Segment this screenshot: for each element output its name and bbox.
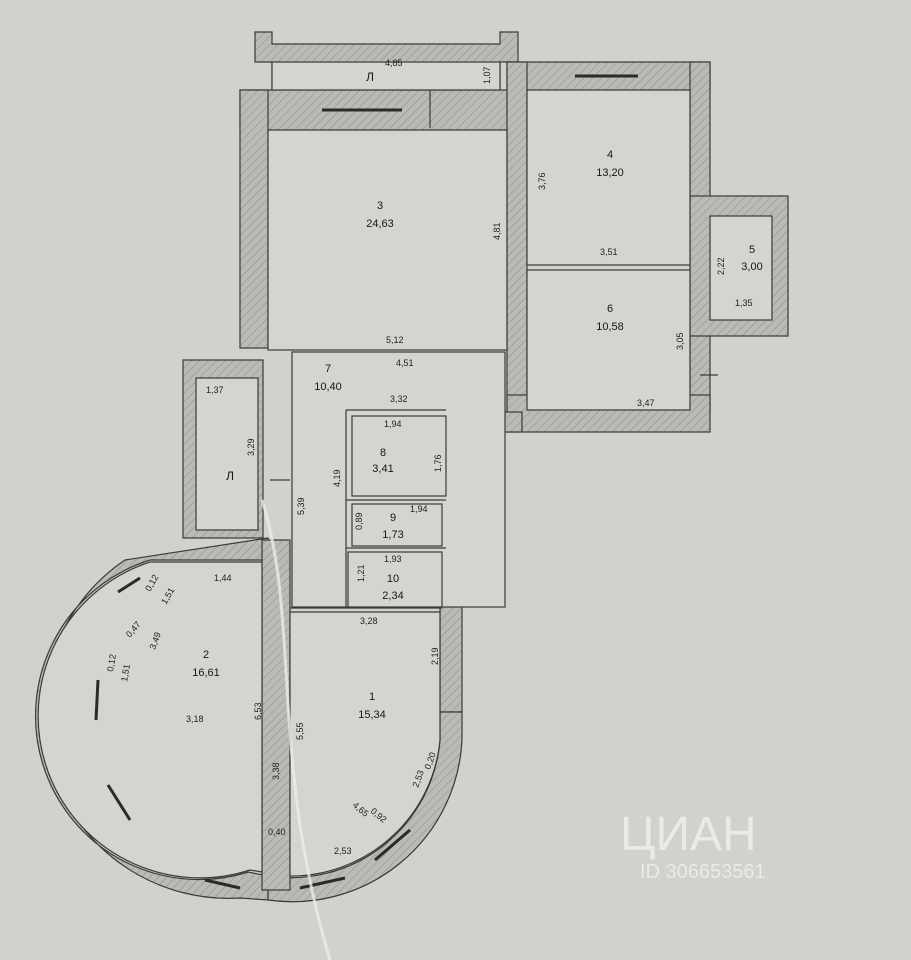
room-2-number: 2 — [203, 649, 209, 661]
room-2 — [37, 561, 263, 879]
svg-text:1,35: 1,35 — [735, 298, 753, 308]
room-7-number: 7 — [325, 363, 331, 375]
svg-text:3,29: 3,29 — [246, 438, 256, 456]
room-4-number: 4 — [607, 149, 613, 161]
room-3-area: 24,63 — [366, 218, 394, 230]
svg-text:5,12: 5,12 — [386, 335, 404, 345]
watermark-brand: ЦИАН — [620, 808, 757, 861]
svg-text:6,53: 6,53 — [253, 702, 263, 720]
svg-text:1,94: 1,94 — [410, 504, 428, 514]
room-1-number: 1 — [369, 691, 375, 703]
room-3-number: 3 — [377, 200, 383, 212]
svg-text:1,76: 1,76 — [433, 454, 443, 472]
rooms — [37, 61, 773, 879]
svg-text:1,93: 1,93 — [384, 554, 402, 564]
room-6 — [526, 269, 691, 411]
wall-mid — [506, 61, 528, 413]
svg-text:1,07: 1,07 — [482, 66, 492, 84]
svg-text:3,28: 3,28 — [360, 616, 378, 626]
svg-text:2,53: 2,53 — [334, 846, 352, 856]
balcony-left-label: Л — [226, 469, 234, 483]
svg-text:5,39: 5,39 — [296, 497, 306, 515]
room-6-area: 10,58 — [596, 321, 624, 333]
room-9 — [351, 503, 443, 547]
svg-text:1,37: 1,37 — [206, 385, 224, 395]
room-5-area: 3,00 — [741, 261, 762, 273]
svg-text:1,44: 1,44 — [214, 573, 232, 583]
svg-text:1,94: 1,94 — [384, 419, 402, 429]
room-5-number: 5 — [749, 244, 755, 256]
room-1-area: 15,34 — [358, 709, 386, 721]
room-labels: 1 15,34 2 16,61 3 24,63 4 13,20 5 3,00 6… — [192, 70, 762, 721]
room-9-number: 9 — [390, 512, 396, 524]
room-8-area: 3,41 — [372, 463, 393, 475]
room-3 — [267, 129, 508, 351]
wall-left-room3 — [239, 89, 269, 349]
svg-text:5,55: 5,55 — [295, 722, 305, 740]
room-1 — [289, 611, 441, 877]
svg-text:2,22: 2,22 — [716, 257, 726, 275]
balcony-top-label: Л — [366, 70, 374, 84]
windows — [94, 74, 638, 890]
room-5 — [709, 215, 773, 321]
watermark-id: ID 306653561 — [640, 861, 766, 883]
wall-between-1-2 — [261, 539, 291, 891]
room-8 — [351, 415, 447, 497]
room-10 — [347, 551, 443, 608]
svg-text:2,19: 2,19 — [430, 647, 440, 665]
interior-lines — [270, 90, 718, 609]
balcony-left — [195, 377, 259, 531]
room-2-area: 16,61 — [192, 667, 220, 679]
svg-text:3,76: 3,76 — [537, 172, 547, 190]
svg-text:3,18: 3,18 — [186, 714, 204, 724]
svg-text:0,12: 0,12 — [105, 653, 118, 672]
svg-text:4,19: 4,19 — [332, 469, 342, 487]
room-10-number: 10 — [387, 573, 399, 585]
room-4-area: 13,20 — [596, 167, 624, 179]
room-7-area: 10,40 — [314, 381, 342, 393]
paper-crease — [260, 499, 332, 960]
room-9-area: 1,73 — [382, 529, 403, 541]
watermark: ЦИАН ID 306653561 — [620, 808, 766, 883]
svg-text:1,51: 1,51 — [119, 663, 132, 682]
svg-text:4,85: 4,85 — [385, 58, 403, 68]
balcony-top — [271, 61, 501, 91]
svg-text:3,51: 3,51 — [600, 247, 618, 257]
svg-text:3,05: 3,05 — [675, 332, 685, 350]
svg-text:3,38: 3,38 — [271, 762, 281, 780]
svg-text:3,47: 3,47 — [637, 398, 655, 408]
svg-text:3,32: 3,32 — [390, 394, 408, 404]
room-4 — [526, 89, 691, 266]
room-8-number: 8 — [380, 447, 386, 459]
svg-text:4,51: 4,51 — [396, 358, 414, 368]
svg-text:0,89: 0,89 — [354, 512, 364, 530]
room-6-number: 6 — [607, 303, 613, 315]
room-10-area: 2,34 — [382, 590, 403, 602]
svg-text:1,21: 1,21 — [356, 564, 366, 582]
svg-text:0,40: 0,40 — [268, 827, 286, 837]
svg-text:4,81: 4,81 — [492, 222, 502, 240]
